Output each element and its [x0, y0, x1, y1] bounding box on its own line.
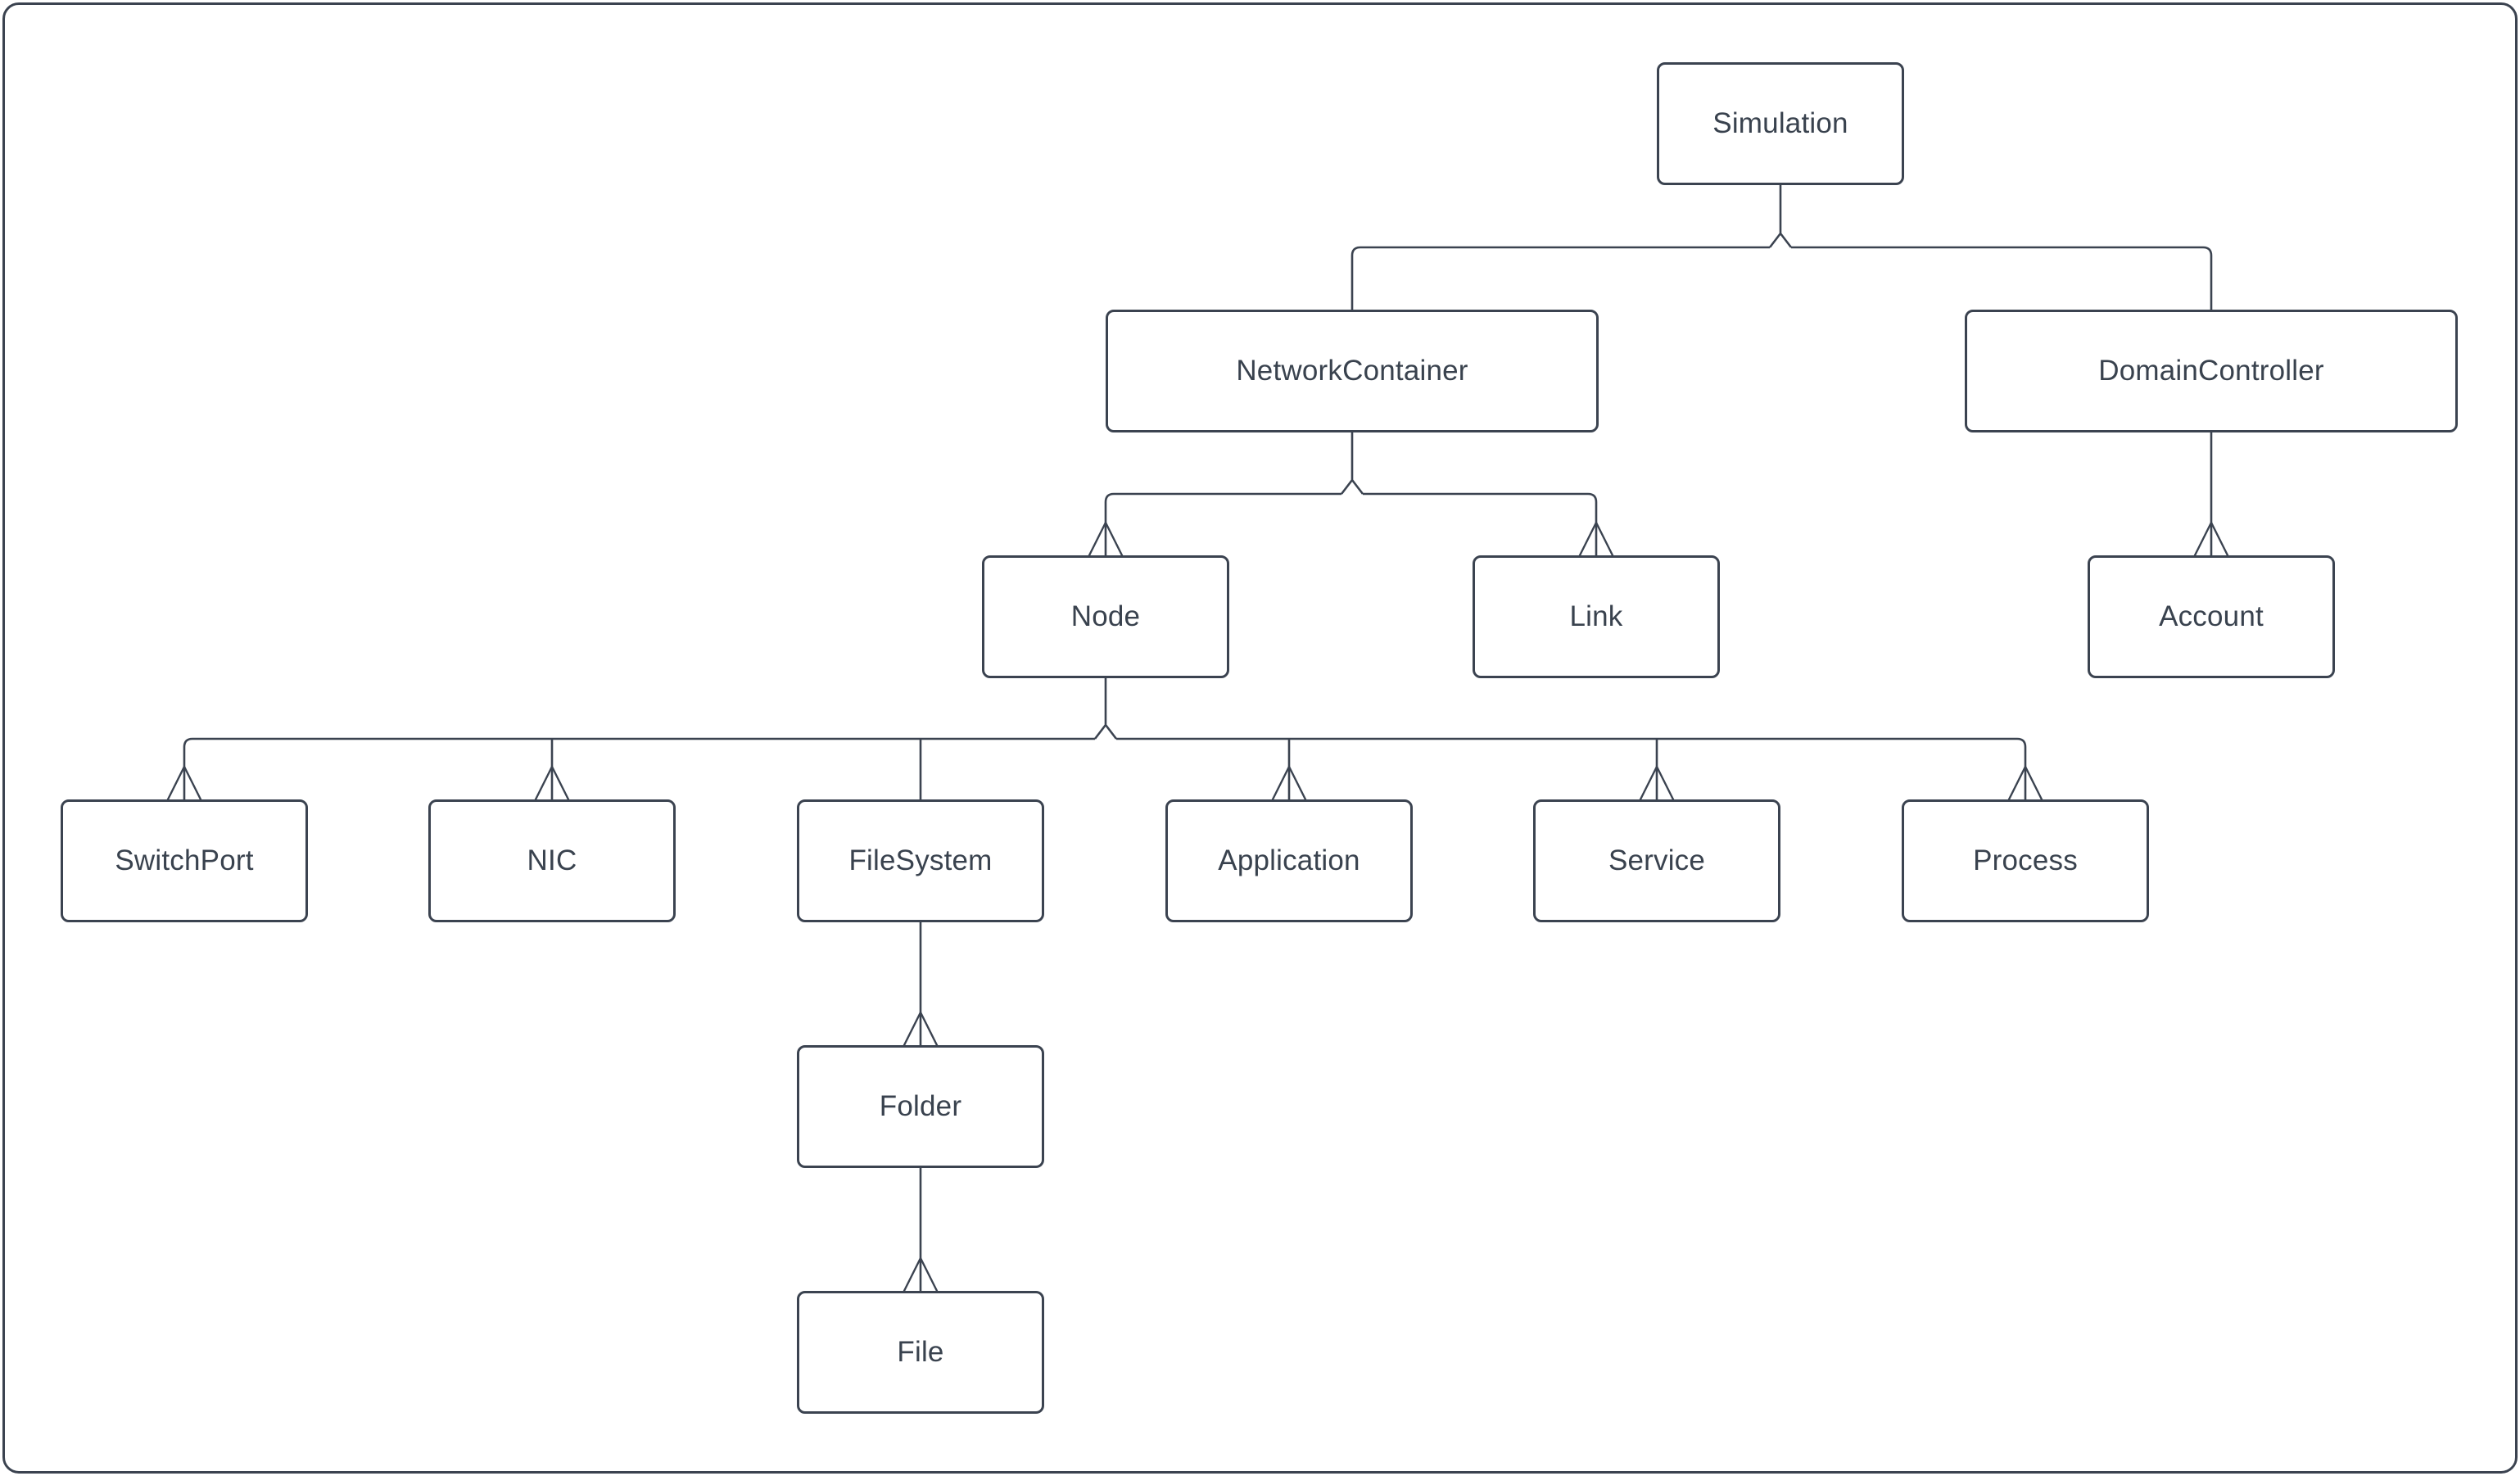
arrowhead-switchport — [166, 765, 202, 801]
node-domaincontroller-label: DomainController — [2098, 355, 2324, 387]
node-nic: NIC — [428, 799, 676, 922]
node-application-label: Application — [1218, 844, 1360, 876]
node-nic-label: NIC — [527, 844, 577, 876]
node-simulation: Simulation — [1657, 62, 1904, 185]
node-link: Link — [1473, 555, 1720, 678]
node-file: File — [797, 1291, 1044, 1414]
arrowhead-folder — [903, 1011, 939, 1047]
node-account-label: Account — [2159, 600, 2264, 632]
node-node: Node — [982, 555, 1229, 678]
node-networkcontainer-label: NetworkContainer — [1236, 355, 1468, 387]
node-node-label: Node — [1070, 600, 1141, 632]
node-domaincontroller: DomainController — [1965, 310, 2458, 432]
edge-node-children — [183, 678, 2027, 799]
node-folder: Folder — [797, 1045, 1044, 1168]
arrowhead-node — [1088, 521, 1124, 557]
node-networkcontainer: NetworkContainer — [1106, 310, 1599, 432]
arrowhead-account — [2193, 521, 2229, 557]
arrowhead-nic — [534, 765, 570, 801]
arrowhead-link — [1578, 521, 1614, 557]
node-switchport: SwitchPort — [61, 799, 308, 922]
arrowhead-service — [1639, 765, 1675, 801]
node-simulation-label: Simulation — [1712, 107, 1848, 139]
node-account: Account — [2088, 555, 2335, 678]
node-switchport-label: SwitchPort — [115, 844, 254, 876]
node-filesystem-label: FileSystem — [848, 844, 993, 876]
node-process: Process — [1902, 799, 2149, 922]
node-process-label: Process — [1973, 844, 2078, 876]
node-service-label: Service — [1608, 844, 1706, 876]
node-filesystem: FileSystem — [797, 799, 1044, 922]
edge-simulation-children — [1350, 185, 2213, 310]
node-application: Application — [1165, 799, 1413, 922]
arrowhead-process — [2007, 765, 2043, 801]
node-link-label: Link — [1569, 600, 1623, 632]
node-folder-label: Folder — [879, 1090, 962, 1122]
edge-networkcontainer-children — [1104, 432, 1598, 555]
arrowhead-file — [903, 1256, 939, 1293]
node-service: Service — [1533, 799, 1780, 922]
arrowhead-application — [1271, 765, 1307, 801]
node-file-label: File — [897, 1336, 944, 1368]
